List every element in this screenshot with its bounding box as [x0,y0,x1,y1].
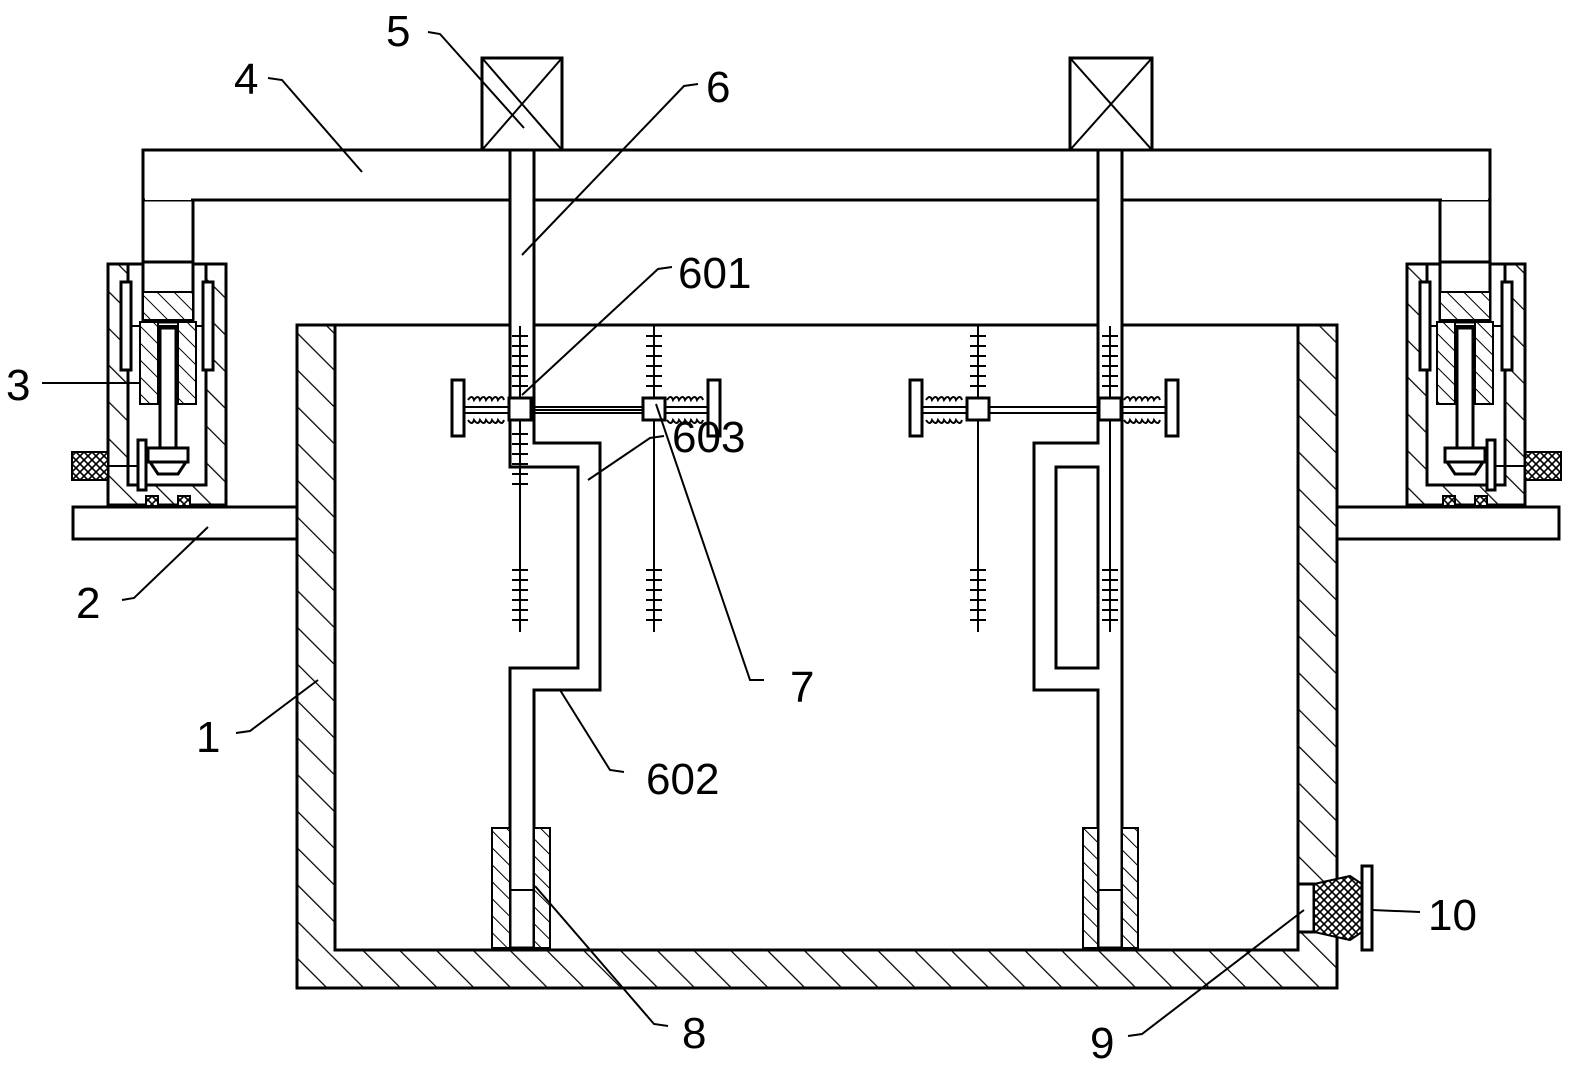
right-motor [1068,56,1154,152]
tank-body [295,323,1339,990]
left-stirring-shaft [508,148,602,950]
right-bottom-bearing [1082,827,1139,949]
drain-outlet [1296,882,1316,934]
label-5: 5 [386,7,410,56]
label-1: 1 [196,713,220,762]
label-3: 3 [6,361,30,410]
label-601: 601 [678,249,751,298]
left-bottom-bearing [491,827,551,949]
right-blade-assembly [908,326,1180,632]
right-stirring-shaft [1032,148,1124,950]
label-603: 603 [672,413,745,462]
label-8: 8 [682,1009,706,1058]
label-7: 7 [790,663,814,712]
label-9: 9 [1090,1019,1114,1068]
left-support-plate [71,505,299,541]
right-support-plate [1335,505,1561,541]
top-frame [141,148,1492,264]
left-lift-assembly [71,260,228,507]
left-motor [480,56,564,152]
label-2: 2 [76,579,100,628]
labels: 5 4 6 601 603 3 2 7 1 602 10 8 9 [6,7,1477,1068]
label-4: 4 [234,55,258,104]
left-blade-assembly [450,326,722,632]
label-10: 10 [1428,891,1477,940]
drain-valve [1313,864,1374,952]
leader-lines [42,31,1421,1037]
label-602: 602 [646,755,719,804]
right-lift-assembly [1405,260,1562,507]
label-6: 6 [706,63,730,112]
